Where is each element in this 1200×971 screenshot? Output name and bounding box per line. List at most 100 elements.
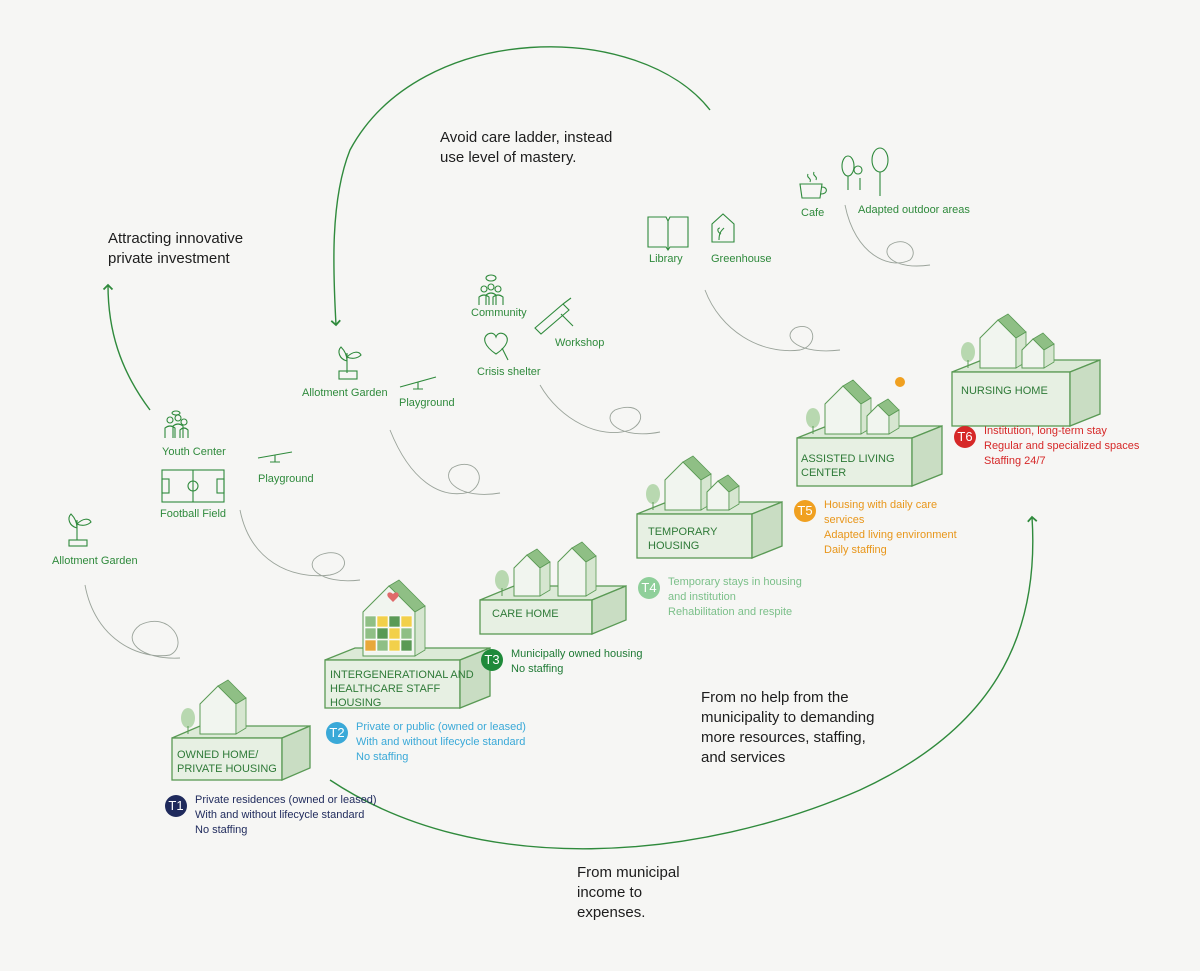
house-3b-side (728, 485, 740, 511)
label-youth-center: Youth Center (162, 446, 226, 458)
house-4b-side (888, 409, 900, 435)
community-icon (478, 274, 504, 305)
label-cafe: Cafe (801, 207, 825, 219)
seesaw-icon-2 (399, 376, 437, 390)
house-2b-side (585, 555, 597, 597)
football-field-icon (161, 469, 225, 503)
window-block (364, 627, 377, 640)
box-front-3 (636, 513, 753, 559)
label-greenhouse: Greenhouse (711, 253, 772, 265)
house-1-side (414, 605, 426, 657)
tier-t3-line: No staffing (511, 663, 564, 675)
window-block (376, 627, 389, 640)
tier-t5-line: Housing with daily care (824, 499, 938, 511)
building-label-intergenerational: INTERGENERATIONAL AND HEALTHCARE STAFF H… (330, 669, 474, 709)
tier-t4-line: Temporary stays in housing (668, 576, 802, 588)
label-playground-2: Playground (399, 397, 455, 409)
plant-icon-2 (338, 346, 362, 380)
people-icon (164, 410, 189, 438)
tier-t4-line: Rehabilitation and respite (668, 606, 793, 618)
heading-municipal-income: From municipal income to expenses. (577, 864, 680, 921)
tier-badge-t2: T2 (326, 722, 348, 744)
coffee-cup-icon (799, 171, 827, 199)
greenhouse-icon (711, 213, 735, 243)
window-block (388, 615, 401, 628)
box-side-5 (1069, 359, 1101, 427)
label-crisis-shelter: Crisis shelter (477, 366, 541, 378)
label-community: Community (471, 307, 527, 319)
tier-t5-line: Adapted living environment (824, 529, 957, 541)
window-block (400, 627, 413, 640)
box-front-0 (171, 737, 283, 781)
tier-badge-t5: T5 (794, 500, 816, 522)
saw-icon (534, 297, 574, 335)
tree-0 (181, 708, 195, 728)
tier-badge-t1: T1 (165, 795, 187, 817)
tree-2 (495, 570, 509, 590)
label-library: Library (649, 253, 683, 265)
tier-t4-line: and institution (668, 591, 736, 603)
tier-t6-line: Institution, long-term stay (984, 425, 1107, 437)
label-allotment-garden-mid: Allotment Garden (302, 387, 388, 399)
label-workshop: Workshop (555, 337, 605, 349)
plant-icon (68, 513, 92, 547)
heading-avoid-ladder: Avoid care ladder, instead use level of … (440, 129, 613, 166)
seesaw-icon (257, 451, 293, 463)
heart-icon (387, 592, 399, 602)
arrow-left-up (102, 283, 151, 411)
tier-t2-line: Private or public (owned or leased) (356, 721, 526, 733)
box-side-0 (281, 725, 311, 781)
house-0-side (235, 697, 247, 735)
swirl-lines (84, 204, 931, 659)
tier-badge-t6: T6 (954, 426, 976, 448)
window-block (364, 639, 377, 652)
building-label-assisted-living: ASSISTED LIVING CENTER (801, 453, 895, 479)
label-allotment-garden-left: Allotment Garden (52, 555, 138, 567)
tier-badge-t4: T4 (638, 577, 660, 599)
tier-t5-line: Daily staffing (824, 544, 887, 556)
heading-no-help: From no help from the municipality to de… (701, 689, 875, 766)
house-2a-side (539, 561, 551, 597)
box-side-4 (911, 425, 943, 487)
heading-attracting-investment: Attracting innovative private investment (108, 230, 244, 267)
window-block (376, 639, 389, 652)
window-block (364, 615, 377, 628)
building-label-temporary-housing: TEMPORARY HOUSING (648, 526, 718, 552)
trees-icon (841, 147, 889, 196)
tree-3 (646, 484, 660, 504)
tier-badge-t3: T3 (481, 649, 503, 671)
window-block (388, 627, 401, 640)
tree-5 (961, 342, 975, 362)
label-playground-1: Playground (258, 473, 314, 485)
tier-t6-line: Staffing 24/7 (984, 455, 1046, 467)
house-5b-side (1043, 343, 1055, 369)
box-front-5 (951, 371, 1071, 427)
box-front-1 (324, 659, 461, 709)
tier-t2-line: No staffing (356, 751, 409, 763)
box-front-2 (479, 599, 593, 635)
box-front-4 (796, 437, 913, 487)
heart-shelter-icon (484, 332, 509, 361)
building-label-care-home: CARE HOME (492, 608, 559, 620)
box-side-3 (751, 501, 783, 559)
window-block (400, 615, 413, 628)
arrow-top-loop (330, 46, 711, 327)
building-label-owned-home: OWNED HOME/ PRIVATE HOUSING (177, 749, 277, 775)
tier-t3-line: Municipally owned housing (511, 648, 643, 660)
tier-t1-line: No staffing (195, 824, 248, 836)
box-side-2 (591, 585, 627, 635)
tree-4 (806, 408, 820, 428)
arrow-bottom-sweep (329, 515, 1038, 850)
building-label-nursing-home: NURSING HOME (961, 385, 1048, 397)
tier-t6-line: Regular and specialized spaces (984, 440, 1140, 452)
tier-t1-line: With and without lifecycle standard (195, 809, 365, 821)
book-icon (647, 216, 689, 251)
window-block (388, 639, 401, 652)
window-block (400, 639, 413, 652)
label-football-field: Football Field (160, 508, 227, 520)
tier-t5-line: services (824, 514, 865, 526)
tier-t1-line: Private residences (owned or leased) (195, 794, 377, 806)
tier-t2-line: With and without lifecycle standard (356, 736, 526, 748)
window-block (376, 615, 389, 628)
